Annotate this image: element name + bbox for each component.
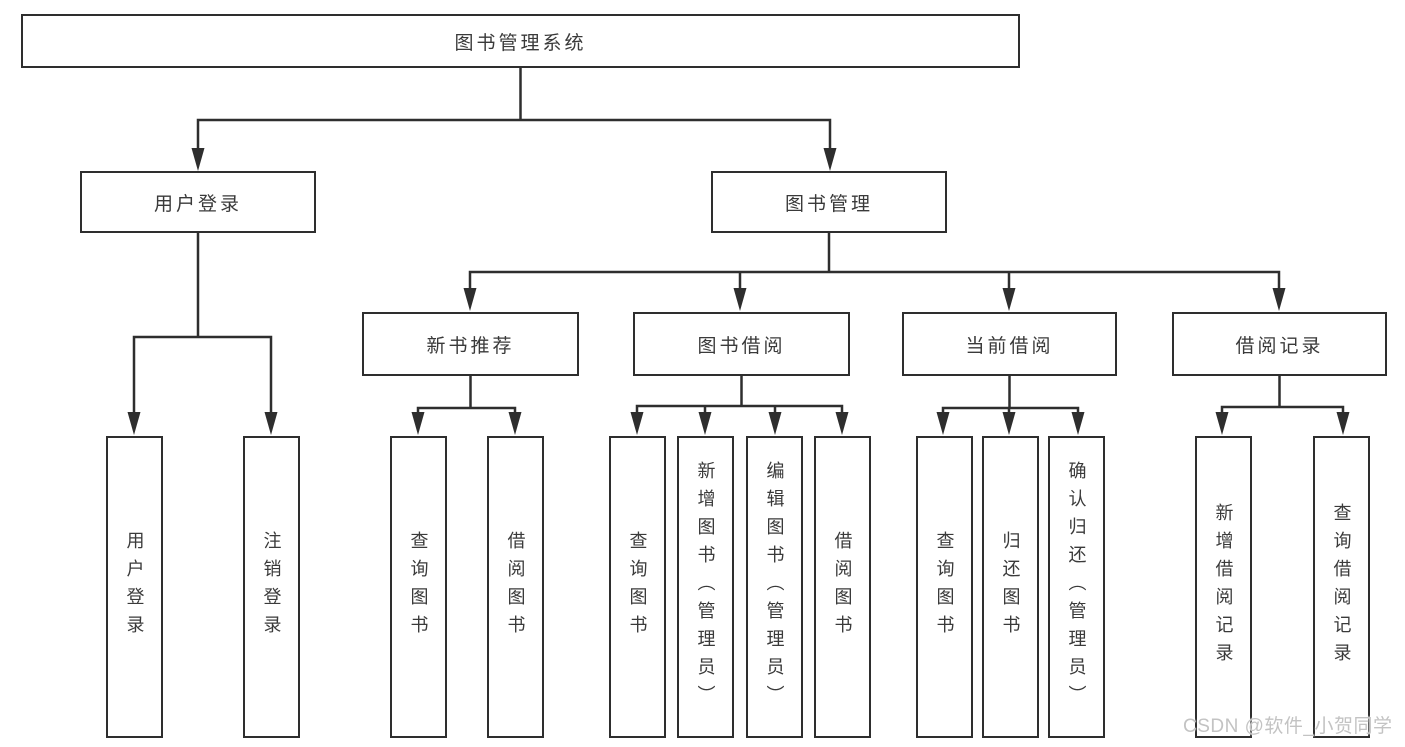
node-br-add-record: 新增借阅记录 bbox=[1195, 436, 1252, 738]
arrowhead bbox=[1215, 412, 1229, 435]
arrowhead bbox=[768, 412, 782, 435]
connector-user-login bbox=[132, 233, 273, 414]
node-nb-query-books: 查询图书 bbox=[390, 436, 447, 738]
arrowhead bbox=[127, 412, 141, 435]
arrowhead bbox=[835, 412, 849, 435]
arrowhead bbox=[698, 412, 712, 435]
arrowhead bbox=[936, 412, 950, 435]
arrowhead bbox=[191, 148, 205, 171]
node-label: 图书管理系统 bbox=[454, 32, 587, 54]
node-bb-query-books: 查询图书 bbox=[609, 436, 666, 738]
node-book-management: 图书管理 bbox=[711, 171, 947, 233]
node-cb-confirm-return-admin: 确认归还（管理员） bbox=[1048, 436, 1105, 738]
node-label: 借阅图书 bbox=[505, 531, 526, 643]
node-label: 图书借阅 bbox=[697, 335, 786, 357]
arrowhead bbox=[411, 412, 425, 435]
node-br-query-record: 查询借阅记录 bbox=[1313, 436, 1370, 738]
node-bb-edit-books-admin: 编辑图书（管理员） bbox=[746, 436, 803, 738]
node-label: 查询图书 bbox=[934, 531, 955, 643]
arrowhead bbox=[1002, 288, 1016, 311]
node-label: 查询图书 bbox=[408, 531, 429, 643]
node-label: 新书推荐 bbox=[426, 335, 515, 357]
node-new-book-recommend: 新书推荐 bbox=[362, 312, 579, 376]
node-cb-return-books: 归还图书 bbox=[982, 436, 1039, 738]
arrowhead bbox=[733, 288, 747, 311]
connector-root-branches bbox=[196, 66, 832, 150]
node-label: 查询图书 bbox=[627, 531, 648, 643]
node-borrow-records: 借阅记录 bbox=[1172, 312, 1387, 376]
connector-new-book-recommend bbox=[416, 374, 517, 414]
node-bb-borrow-books: 借阅图书 bbox=[814, 436, 871, 738]
node-label: 注销登录 bbox=[261, 531, 282, 643]
node-bb-add-books-admin: 新增图书（管理员） bbox=[677, 436, 734, 738]
connector-book-borrow bbox=[635, 374, 844, 414]
node-label: 新增图书（管理员） bbox=[695, 461, 716, 713]
arrowhead bbox=[630, 412, 644, 435]
node-label: 归还图书 bbox=[1000, 531, 1021, 643]
arrowhead bbox=[264, 412, 278, 435]
node-label: 用户登录 bbox=[124, 531, 145, 643]
node-label: 当前借阅 bbox=[965, 335, 1054, 357]
arrowhead bbox=[823, 148, 837, 171]
node-label: 查询借阅记录 bbox=[1331, 503, 1352, 671]
node-label: 借阅记录 bbox=[1235, 335, 1324, 357]
node-book-borrow: 图书借阅 bbox=[633, 312, 850, 376]
node-current-borrow: 当前借阅 bbox=[902, 312, 1117, 376]
arrowhead bbox=[1002, 412, 1016, 435]
arrowhead bbox=[508, 412, 522, 435]
node-label: 确认归还（管理员） bbox=[1066, 461, 1087, 713]
node-label: 新增借阅记录 bbox=[1213, 503, 1234, 671]
arrowhead bbox=[1272, 288, 1286, 311]
arrowhead bbox=[1336, 412, 1350, 435]
connector-book-management bbox=[468, 233, 1281, 290]
node-logout-leaf: 注销登录 bbox=[243, 436, 300, 738]
node-user-login-leaf: 用户登录 bbox=[106, 436, 163, 738]
node-cb-query-books: 查询图书 bbox=[916, 436, 973, 738]
node-label: 用户登录 bbox=[153, 193, 242, 215]
connector-current-borrow bbox=[941, 374, 1080, 414]
node-label: 图书管理 bbox=[784, 193, 873, 215]
watermark: CSDN @软件_小贺同学 bbox=[1183, 716, 1393, 737]
node-nb-borrow-books: 借阅图书 bbox=[487, 436, 544, 738]
node-root: 图书管理系统 bbox=[21, 14, 1020, 68]
arrowhead bbox=[463, 288, 477, 311]
node-label: 编辑图书（管理员） bbox=[764, 461, 785, 713]
node-user-login: 用户登录 bbox=[80, 171, 316, 233]
node-label: 借阅图书 bbox=[832, 531, 853, 643]
arrowhead bbox=[1071, 412, 1085, 435]
connector-borrow-records bbox=[1220, 374, 1345, 414]
